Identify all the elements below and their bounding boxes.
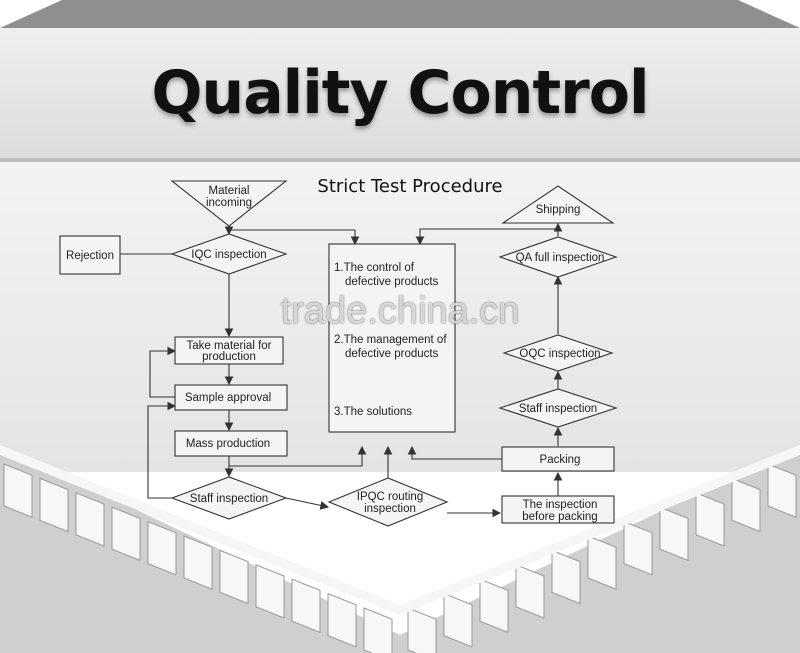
- node-qa-shape: [498, 236, 618, 278]
- honeycomb-cell: [183, 535, 213, 590]
- honeycomb-cell: [659, 506, 689, 562]
- node-take-material-shape: [174, 336, 284, 365]
- honeycomb-cell: [75, 492, 105, 547]
- honeycomb-cell: [363, 607, 393, 653]
- node-inspection-before-packing-shape: [501, 495, 615, 524]
- node-shipping-shape: [501, 185, 615, 224]
- node-rejection-shape: [59, 235, 121, 275]
- honeycomb-cell: [479, 578, 509, 634]
- label-mass-production: Mass production: [186, 438, 270, 450]
- honeycomb-cell: [39, 477, 69, 533]
- bottom-bevel: [0, 445, 800, 653]
- honeycomb-cell: [443, 592, 473, 648]
- header-band: [0, 28, 800, 158]
- node-central-shape: [328, 243, 456, 433]
- honeycomb-cell: [111, 506, 141, 562]
- honeycomb-cell: [327, 592, 357, 648]
- honeycomb-cell: [695, 492, 725, 547]
- node-sample-approval-shape: [174, 384, 288, 411]
- node-ipqc-shape: [327, 477, 449, 527]
- edge-material-to-central: [229, 229, 360, 246]
- honeycomb-cell: [219, 549, 249, 605]
- honeycomb-cell: [551, 549, 581, 605]
- edge-staff-loop: [147, 401, 177, 499]
- honeycomb-pattern-left: [3, 463, 393, 653]
- honeycomb-cell: [731, 477, 761, 533]
- label-iqc-inspection: IQC inspection: [191, 249, 266, 261]
- edge-packing-to-central: [407, 445, 502, 460]
- edge-qa-to-central: [415, 228, 558, 246]
- node-iqc-shape: [170, 233, 288, 275]
- node-staff-right-shape: [498, 388, 618, 428]
- edge-mass-to-central: [229, 445, 367, 467]
- label-sample-approval: Sample approval: [185, 392, 271, 404]
- honeycomb-pattern-right: [407, 463, 797, 653]
- label-rejection: Rejection: [66, 250, 114, 262]
- label-shipping: Shipping: [536, 204, 581, 216]
- honeycomb-cell: [255, 564, 285, 619]
- top-bevel: [0, 0, 800, 28]
- node-packing-shape: [501, 446, 615, 472]
- central-item-3: 3.The solutions: [334, 406, 412, 418]
- honeycomb-cell: [515, 564, 545, 619]
- label-oqc-inspection: OQC inspection: [519, 348, 600, 360]
- honeycomb-cell: [291, 578, 321, 634]
- honeycomb-cell: [767, 463, 797, 518]
- node-staff-left-shape: [170, 476, 288, 520]
- honeycomb-cell: [147, 520, 177, 576]
- node-mass-production-shape: [174, 430, 288, 457]
- label-staff-inspection-left: Staff inspection: [190, 493, 268, 505]
- node-oqc-shape: [502, 334, 614, 372]
- label-packing: Packing: [540, 454, 581, 466]
- edge-sample-loop: [149, 346, 177, 398]
- diagram-subtitle: Strict Test Procedure: [317, 176, 503, 197]
- node-material-incoming-shape: [170, 180, 288, 227]
- connectors: [120, 222, 563, 518]
- honeycomb-cell: [623, 520, 653, 576]
- label-qa-full-inspection: QA full inspection: [516, 252, 605, 264]
- honeycomb-cell: [3, 463, 33, 518]
- honeycomb-cell: [587, 535, 617, 590]
- label-staff-inspection-right: Staff inspection: [519, 403, 597, 415]
- page-title: Quality Control: [151, 58, 649, 128]
- header-divider: [0, 158, 800, 162]
- edge-staff-to-ipqc: [285, 497, 330, 510]
- honeycomb-cell: [407, 607, 437, 653]
